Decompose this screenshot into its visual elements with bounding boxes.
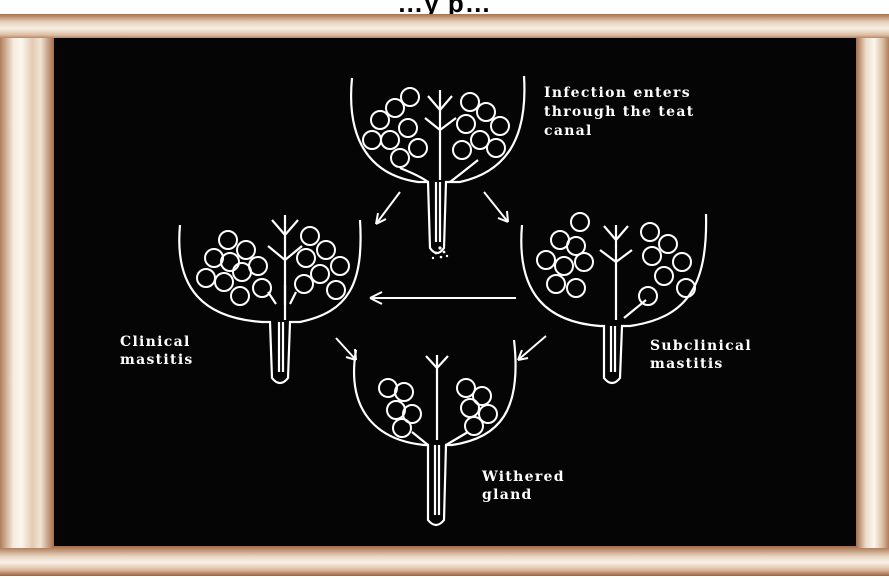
svg-text:Infection enters: Infection enters [544,85,691,101]
arrow-subclinical-to-withered [518,336,546,360]
svg-text:mastitis: mastitis [650,356,724,372]
label-withered: Withered gland [481,469,565,503]
gland-clinical [179,215,360,383]
svg-text:Clinical: Clinical [120,334,191,350]
svg-text:through the teat: through the teat [544,104,695,120]
gland-infection [351,76,524,253]
arrow-to-subclinical [484,192,508,222]
svg-text:mastitis: mastitis [120,352,194,368]
arrow-subclinical-to-clinical [370,292,516,304]
arrow-to-clinical [376,192,400,224]
svg-text:canal: canal [544,123,593,139]
svg-text:Subclinical: Subclinical [650,338,752,354]
label-clinical: Clinical mastitis [120,334,194,368]
label-infection: Infection enters through the teat canal [544,85,695,139]
svg-text:gland: gland [482,487,533,503]
svg-text:Withered: Withered [481,469,565,485]
arrow-clinical-to-withered [336,338,356,360]
label-subclinical: Subclinical mastitis [650,338,752,372]
